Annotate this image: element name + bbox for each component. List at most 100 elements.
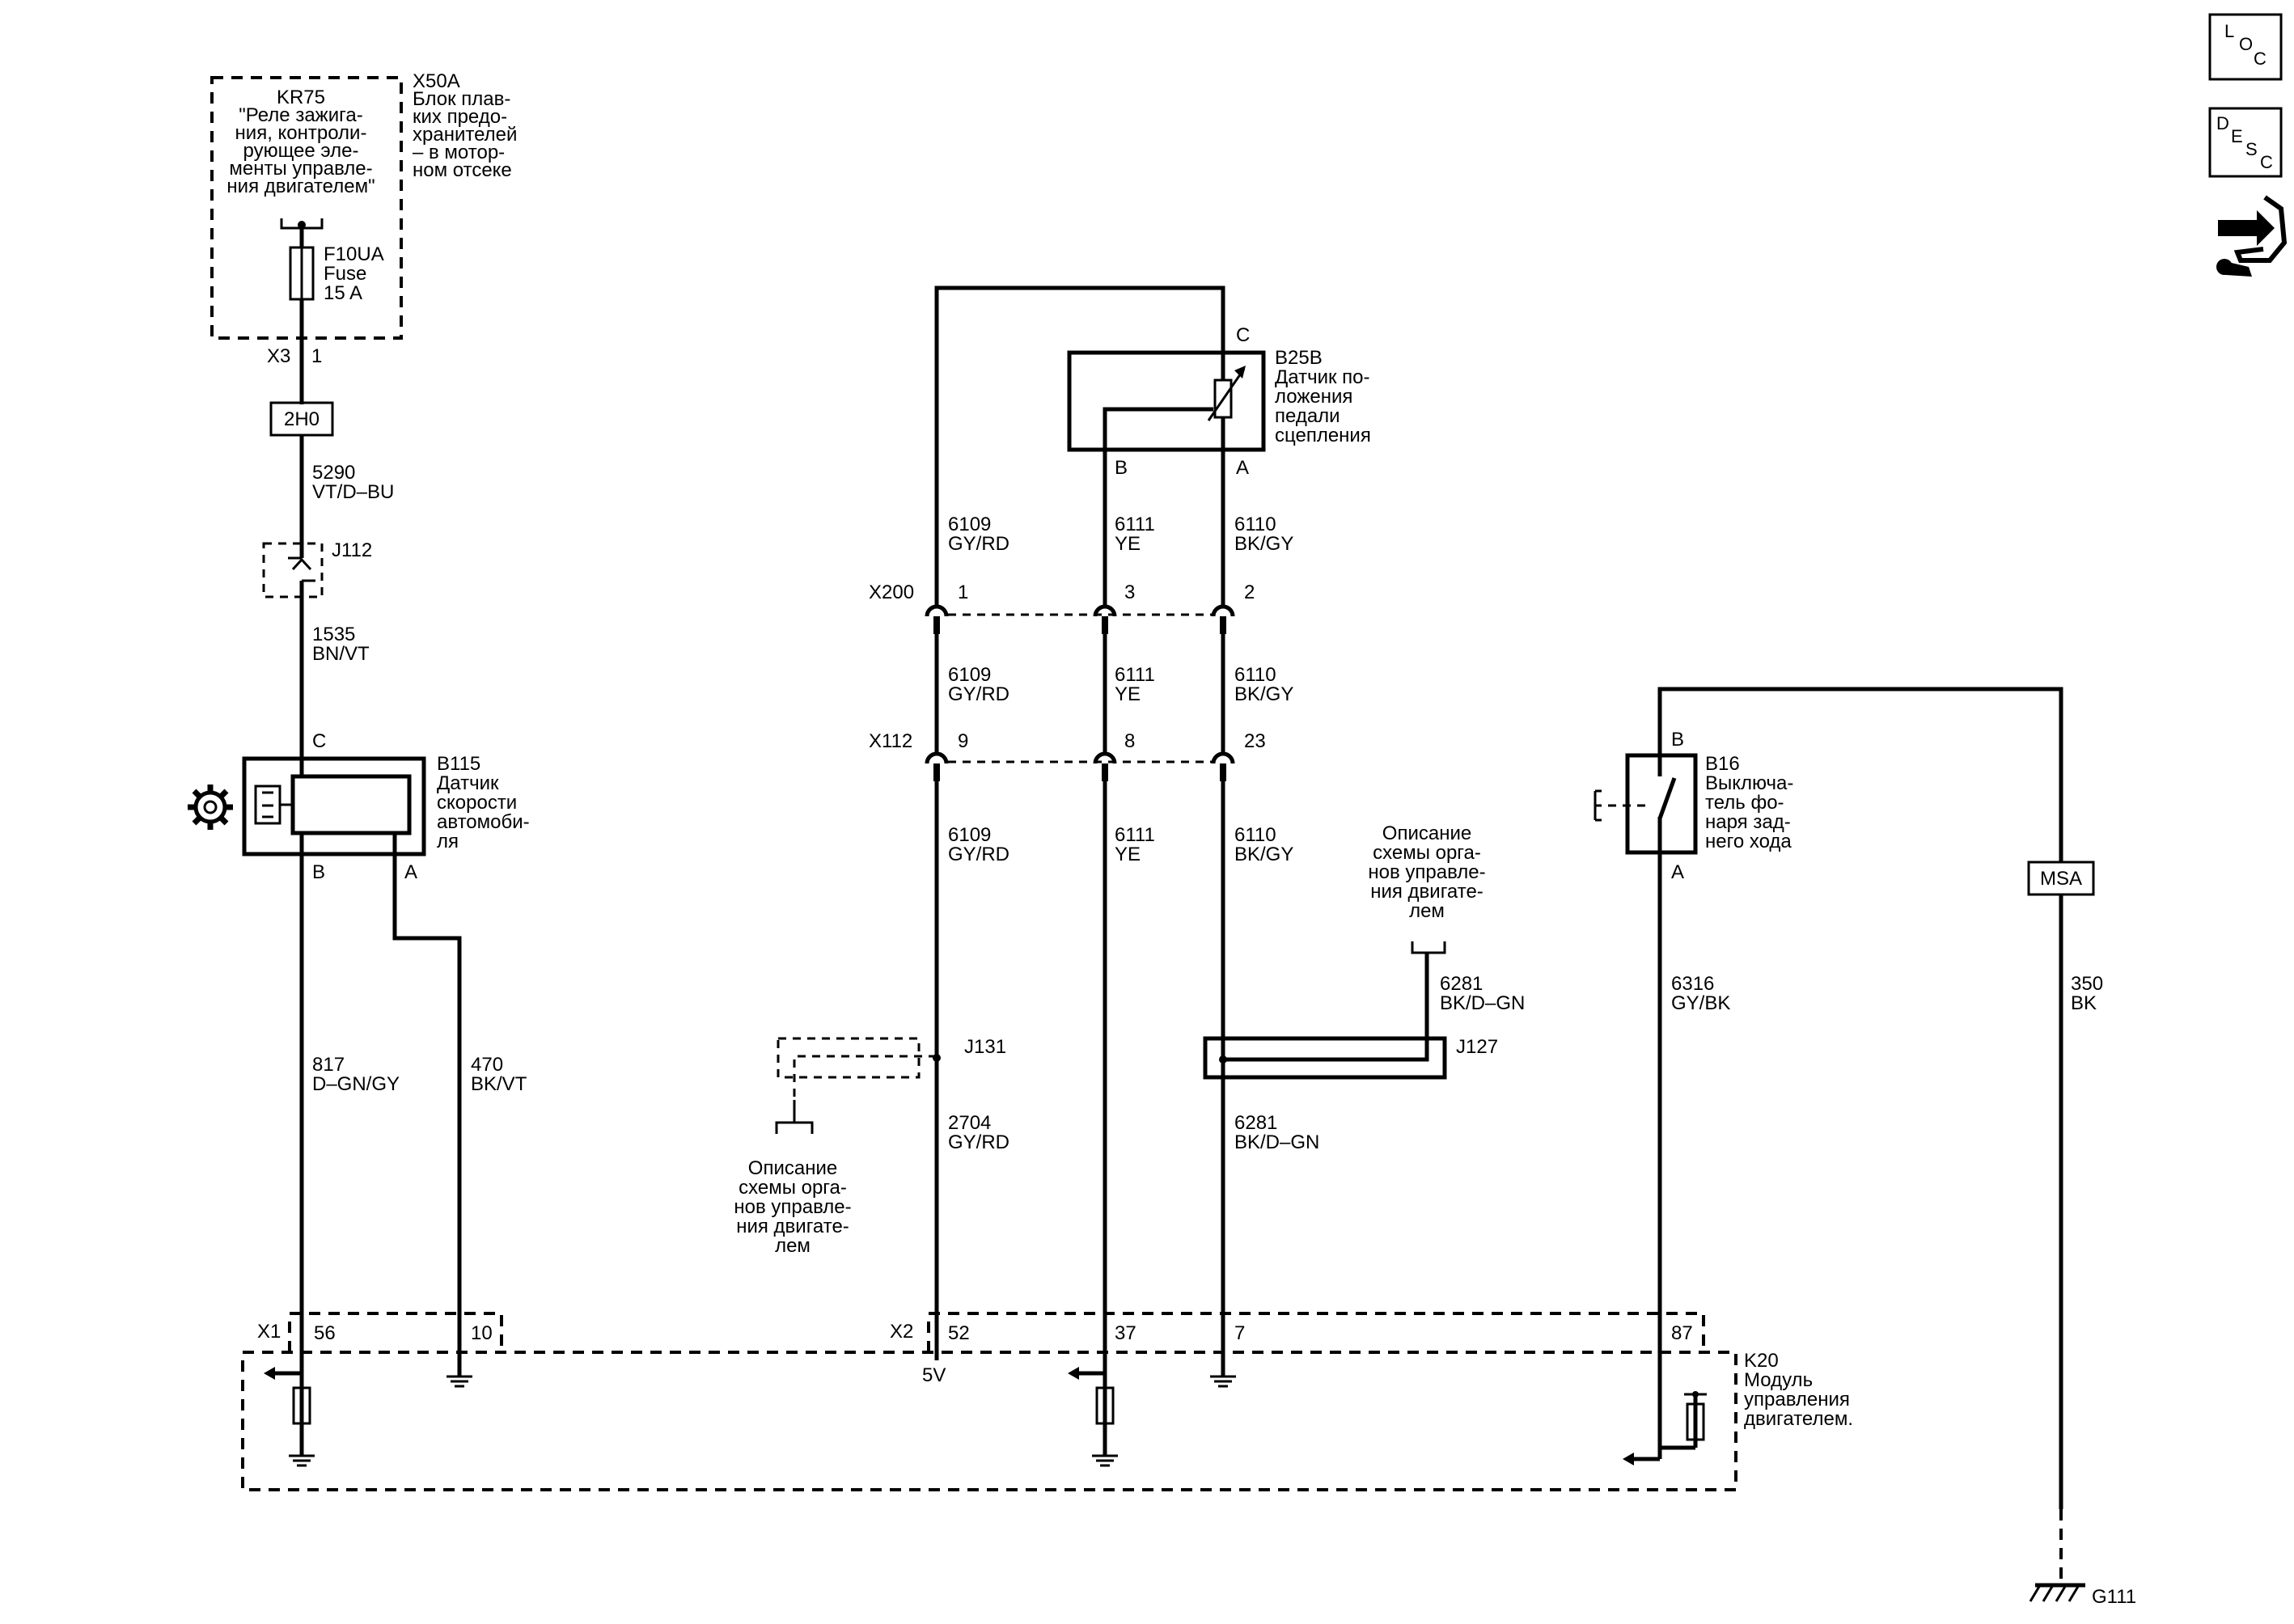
x2-pin-52: 52 xyxy=(948,1322,970,1344)
svg-text:6111: 6111 xyxy=(1115,514,1155,535)
svg-text:YE: YE xyxy=(1115,533,1141,555)
wire-470-label: 470 BK/VT xyxy=(471,1054,527,1095)
loc-button[interactable]: L O C xyxy=(2208,13,2283,81)
svg-text:YE: YE xyxy=(1115,844,1141,865)
svg-text:K20: K20 xyxy=(1744,1350,1779,1372)
wire-6111-label-3: 6111 YE xyxy=(1115,824,1155,865)
wire-6316 xyxy=(1657,687,2063,1360)
wire-350-label: 350 BK xyxy=(2071,973,2103,1014)
desc-letter-3: S xyxy=(2245,139,2258,159)
svg-text:BK/GY: BK/GY xyxy=(1234,533,1293,555)
desc-button[interactable]: D E S C xyxy=(2208,107,2283,178)
svg-text:6110: 6110 xyxy=(1234,824,1276,846)
svg-text:Датчик: Датчик xyxy=(437,772,499,794)
loc-letter-3: C xyxy=(2254,49,2266,69)
svg-text:BK/GY: BK/GY xyxy=(1234,683,1293,705)
svg-text:BK/GY: BK/GY xyxy=(1234,844,1293,865)
wire-5290-label: 5290 VT/D–BU xyxy=(312,462,394,503)
svg-text:BN/VT: BN/VT xyxy=(312,643,370,665)
svg-text:ния двигателем": ния двигателем" xyxy=(226,176,375,197)
x1-label: X1 xyxy=(257,1321,281,1343)
svg-text:ния, контроли-: ния, контроли- xyxy=(235,122,367,144)
b115-pin-b: B xyxy=(312,861,325,883)
chassis-ground-icon xyxy=(2029,1583,2085,1602)
desc-letter-2: E xyxy=(2231,126,2243,146)
svg-text:GY/RD: GY/RD xyxy=(948,1131,1009,1153)
wire-6109-loop xyxy=(934,285,1225,579)
x2-pin-7: 7 xyxy=(1234,1322,1245,1344)
svg-text:нов управле-: нов управле- xyxy=(1368,861,1485,883)
ecm-input-56 xyxy=(264,1360,315,1467)
svg-text:педали: педали xyxy=(1275,405,1340,427)
svg-text:B25B: B25B xyxy=(1275,347,1323,369)
desc-letter-4: C xyxy=(2260,152,2273,172)
wire-6316-label: 6316 GY/BK xyxy=(1671,973,1730,1014)
svg-text:6109: 6109 xyxy=(948,824,991,846)
x200-pin-3: 3 xyxy=(1124,582,1135,603)
b115-pin-c: C xyxy=(312,730,326,752)
svg-text:BK/D–GN: BK/D–GN xyxy=(1440,992,1525,1014)
x112-pin-8: 8 xyxy=(1124,730,1135,752)
wire-6110-label-1: 6110 BK/GY xyxy=(1234,514,1293,555)
wire-817-label: 817 D–GN/GY xyxy=(312,1054,400,1095)
svg-text:него хода: него хода xyxy=(1705,831,1792,852)
svg-text:KR75: KR75 xyxy=(277,87,325,108)
x50a-label: X50A Блок плав- ких предо- хранителей – … xyxy=(413,70,517,181)
svg-text:наря зад-: наря зад- xyxy=(1705,811,1791,833)
svg-text:F10UA: F10UA xyxy=(324,243,384,265)
svg-text:350: 350 xyxy=(2071,973,2103,995)
svg-text:лем: лем xyxy=(775,1235,811,1257)
x200-pin-1: 1 xyxy=(958,582,968,603)
svg-text:нов управле-: нов управле- xyxy=(734,1196,851,1218)
svg-text:BK/D–GN: BK/D–GN xyxy=(1234,1131,1319,1153)
kr75-label: KR75 "Реле зажига- ния, контроли- рующее… xyxy=(226,87,375,197)
svg-text:Блок плав-: Блок плав- xyxy=(413,88,510,110)
b25b-sensor-body xyxy=(1067,350,1266,452)
x112-label: X112 xyxy=(869,730,912,752)
g111-label: G111 xyxy=(2092,1586,2136,1608)
repair-hand-icon[interactable] xyxy=(2216,195,2288,277)
desc-letter-1: D xyxy=(2216,113,2229,133)
wire-6281-label-2: 6281 BK/D–GN xyxy=(1234,1112,1319,1153)
svg-text:2704: 2704 xyxy=(948,1112,991,1134)
wire-6111-label-1: 6111 YE xyxy=(1115,514,1155,555)
svg-text:сцепления: сцепления xyxy=(1275,425,1371,446)
b115-sensor-core xyxy=(290,774,412,835)
desc-ref-1: Описание схемы орга- нов управле- ния дв… xyxy=(734,1157,851,1257)
svg-text:6281: 6281 xyxy=(1440,973,1483,995)
svg-text:817: 817 xyxy=(312,1054,345,1076)
b16-switch-body xyxy=(1625,753,1698,855)
desc-ref-2: Описание схемы орга- нов управле- ния дв… xyxy=(1368,823,1485,922)
svg-text:лем: лем xyxy=(1409,900,1445,922)
loc-letter-2: O xyxy=(2239,34,2253,54)
wire-6109-label-3: 6109 GY/RD xyxy=(948,824,1009,865)
svg-text:хранителей: хранителей xyxy=(413,124,517,146)
j127-splice-pack xyxy=(1203,1036,1447,1080)
wire-6109-label-2: 6109 GY/RD xyxy=(948,664,1009,705)
svg-text:ложения: ложения xyxy=(1275,386,1352,408)
svg-text:5290: 5290 xyxy=(312,462,355,484)
svg-text:ля: ля xyxy=(437,831,459,852)
svg-text:15 A: 15 A xyxy=(324,282,362,304)
msa-label: MSA xyxy=(2040,868,2082,890)
svg-text:Датчик по-: Датчик по- xyxy=(1275,366,1369,388)
x112-pin-9: 9 xyxy=(958,730,968,752)
wire-6110-label-3: 6110 BK/GY xyxy=(1234,824,1293,865)
fuse-block-boundary xyxy=(210,76,403,340)
switch-contact-symbol xyxy=(1594,776,1677,822)
svg-text:схемы орга-: схемы орга- xyxy=(1373,842,1481,864)
x112-terminals xyxy=(925,751,1235,781)
x2-label: X2 xyxy=(890,1321,913,1343)
x200-pin-2: 2 xyxy=(1244,582,1255,603)
k20-label: K20 Модуль управления двигателем. xyxy=(1744,1350,1853,1430)
svg-text:ния двигате-: ния двигате- xyxy=(736,1216,849,1237)
svg-text:D–GN/GY: D–GN/GY xyxy=(312,1073,400,1095)
svg-text:YE: YE xyxy=(1115,683,1141,705)
x1-connector-body xyxy=(288,1312,503,1352)
svg-text:схемы орга-: схемы орга- xyxy=(739,1177,847,1199)
wire-6109-label-1: 6109 GY/RD xyxy=(948,514,1009,555)
svg-text:– в мотор-: – в мотор- xyxy=(413,142,505,163)
fuse-label: F10UA Fuse 15 A xyxy=(324,243,384,304)
svg-text:B16: B16 xyxy=(1705,753,1740,775)
